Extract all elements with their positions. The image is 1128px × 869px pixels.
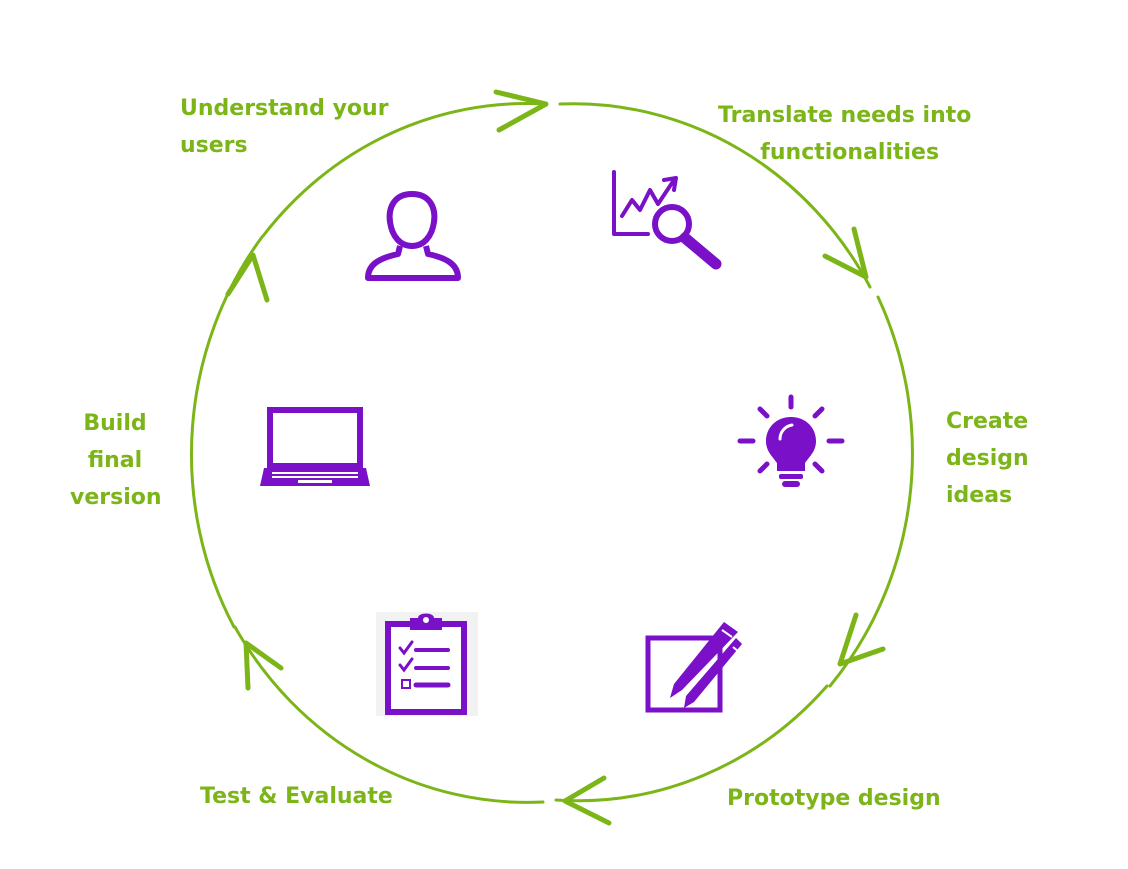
pencil-pen-sketch-icon [645, 622, 742, 713]
step-label-create: Create design ideas [946, 403, 1029, 514]
step-label-line: functionalities [760, 140, 940, 165]
cycle-arrowheads [225, 89, 886, 826]
step-label-line: Build [83, 411, 147, 436]
step-label-line: design [946, 446, 1029, 471]
step-label-line: Create [946, 409, 1029, 434]
step-label-line: Test & Evaluate [200, 784, 393, 809]
cycle-arc-right [828, 295, 914, 688]
step-label-line: Understand your [180, 96, 389, 121]
cycle-arc-bottom-left [233, 625, 545, 804]
arrowhead-lower-left-icon [243, 640, 284, 691]
step-label-test: Test & Evaluate [200, 778, 393, 815]
laptop-icon [260, 407, 370, 486]
user-icon [365, 191, 461, 281]
step-label-line: Translate needs into [718, 103, 972, 128]
arrowhead-bottom-icon [562, 775, 612, 826]
arrowhead-lower-right-icon [837, 612, 886, 667]
step-label-line: users [180, 133, 248, 158]
step-label-line: ideas [946, 483, 1013, 508]
cycle-arc-top [558, 102, 872, 289]
arrowhead-upper-right-icon [822, 226, 869, 280]
step-label-build: Build final version [70, 405, 162, 516]
lightbulb-icon [737, 394, 845, 487]
step-label-translate: Translate needs into functionalities [718, 97, 971, 171]
cycle-arcs [189, 102, 914, 804]
step-label-line: final [87, 448, 143, 473]
arrowhead-top-icon [493, 89, 549, 133]
cycle-arc-bottom-right [554, 684, 829, 803]
chart-magnifier-icon [612, 170, 722, 270]
step-label-prototype: Prototype design [727, 780, 941, 817]
clipboard-checklist-icon [376, 612, 478, 716]
step-label-line: Prototype design [727, 786, 941, 811]
step-label-line: version [70, 485, 162, 510]
arrowhead-left-icon [225, 252, 270, 303]
cycle-arc-top-left [261, 102, 547, 238]
step-label-understand: Understand your users [180, 90, 389, 164]
